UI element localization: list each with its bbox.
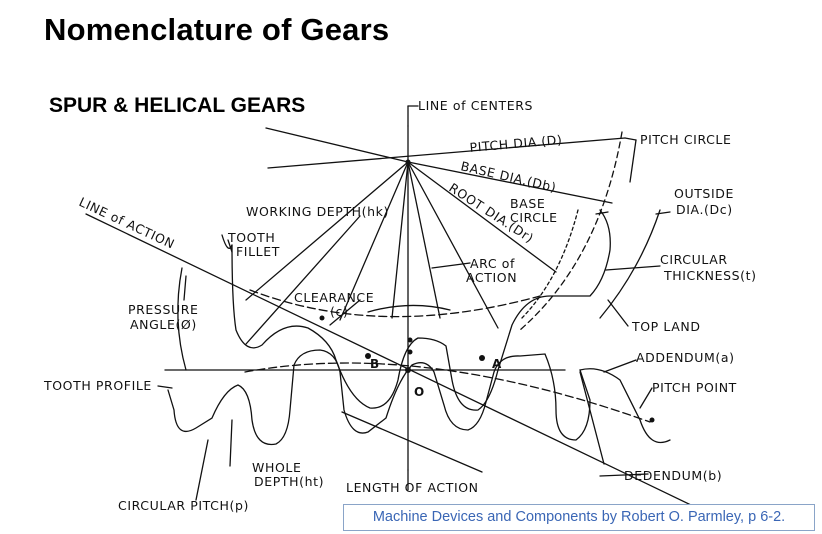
line-of-action	[85, 213, 719, 519]
outside-circle-arc	[599, 209, 661, 319]
label-circular-thickness-2: THICKNESS(t)	[663, 268, 757, 283]
label-whole-depth-2: DEPTH(ht)	[254, 474, 324, 489]
label-tooth-fillet-1: TOOTH	[227, 230, 275, 245]
label-addendum: ADDENDUM(a)	[636, 350, 735, 365]
upper-gear-tooth-left	[221, 234, 233, 249]
label-pitch-point: PITCH POINT	[652, 380, 737, 395]
centre-ray-5	[407, 161, 499, 329]
base-circle-arc	[519, 209, 579, 321]
label-working-depth: WORKING DEPTH(hk)	[246, 204, 389, 219]
pitch-dia-line	[267, 137, 626, 169]
centre-ray-3	[391, 161, 409, 319]
label-point-a: A	[492, 357, 502, 371]
base-dia-line	[407, 161, 613, 204]
diagram-subtitle: SPUR & HELICAL GEARS	[49, 94, 306, 117]
label-tooth-fillet-2: FILLET	[236, 244, 280, 259]
centre-ray-4	[407, 161, 441, 319]
label-arc-of-action-1: ARC of	[470, 256, 515, 271]
page-title: Nomenclature of Gears	[44, 12, 390, 47]
label-dedendum: DEDENDUM(b)	[624, 468, 722, 483]
label-point-o: O	[414, 385, 424, 399]
pitch-circle-arc	[519, 131, 623, 331]
label-base-circle-2: CIRCLE	[510, 210, 558, 225]
root-dia-line	[407, 161, 557, 273]
label-outside-dia-2: DIA.(Dc)	[676, 202, 733, 217]
label-pitch-circle: PITCH CIRCLE	[640, 132, 732, 147]
label-line-of-action: LINE of ACTION	[77, 194, 177, 251]
upper-gear-teeth	[231, 209, 611, 411]
lower-gear-tooth-right	[579, 371, 605, 465]
label-outside-dia-1: OUTSIDE	[674, 186, 734, 201]
label-pitch-dia: PITCH DIA.(D)	[469, 132, 563, 155]
label-pressure-angle-2: ANGLE(Ø)	[130, 317, 197, 332]
lower-gear-teeth	[167, 349, 671, 446]
label-pressure-angle-1: PRESSURE	[128, 302, 199, 317]
label-whole-depth-1: WHOLE	[252, 460, 301, 475]
label-point-b: B	[370, 357, 379, 371]
label-length-of-action: LENGTH OF ACTION	[346, 480, 479, 495]
lower-pitch-circle	[244, 362, 651, 423]
citation-box: Machine Devices and Components by Robert…	[343, 504, 815, 531]
label-clearance-1: CLEARANCE	[294, 290, 374, 305]
centre-ray-1	[245, 161, 409, 301]
label-base-circle-1: BASE	[510, 196, 545, 211]
arc-of-action-arc	[367, 304, 451, 313]
label-circular-thickness-1: CIRCULAR	[660, 252, 728, 267]
label-base-dia: BASE DIA.(Db)	[459, 158, 558, 195]
label-clearance-2: (c)	[330, 304, 348, 319]
label-top-land: TOP LAND	[631, 319, 701, 334]
label-circular-pitch: CIRCULAR PITCH(p)	[118, 498, 249, 513]
pitch-angle-arc	[177, 267, 187, 371]
label-arc-of-action-2: ACTION	[466, 270, 517, 285]
label-tooth-profile: TOOTH PROFILE	[43, 378, 152, 393]
label-line-of-centers: LINE of CENTERS	[418, 98, 533, 113]
centre-break-line	[265, 127, 409, 163]
centre-ray-2	[339, 161, 409, 321]
